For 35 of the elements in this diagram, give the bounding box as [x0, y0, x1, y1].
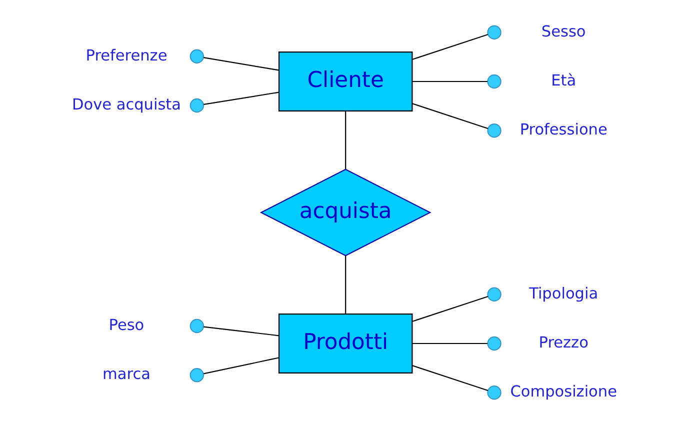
connector	[345, 256, 346, 314]
connector	[204, 357, 279, 374]
node-circle	[190, 49, 204, 64]
node-circle	[487, 287, 502, 302]
node-box: Cliente	[278, 51, 413, 112]
connector	[345, 111, 346, 169]
node-circle	[190, 98, 204, 113]
connector	[412, 103, 488, 130]
node-circle	[190, 368, 204, 382]
node-label: Dove acquista	[72, 96, 182, 114]
node-label: Prezzo	[538, 334, 588, 352]
node-circle	[487, 124, 502, 138]
connector	[204, 326, 279, 336]
connector	[412, 342, 488, 344]
node-label: Preferenze	[86, 46, 168, 64]
node-diamond: acquista	[260, 168, 432, 256]
connector	[412, 365, 488, 392]
node-label: marca	[102, 365, 150, 384]
connector	[204, 92, 279, 105]
connector	[412, 34, 488, 60]
node-box: Prodotti	[278, 313, 413, 374]
node-circle	[487, 336, 502, 351]
connector	[412, 296, 488, 322]
node-label: Tipologia	[529, 284, 598, 302]
node-circle	[487, 74, 502, 89]
connector	[412, 80, 488, 82]
node-circle	[487, 386, 502, 400]
node-label: Sesso	[541, 22, 586, 40]
node-circle	[190, 318, 204, 334]
node-circle	[487, 25, 502, 40]
node-label: Composizione	[510, 382, 617, 401]
node-label: Peso	[108, 316, 144, 334]
connector	[204, 57, 279, 71]
node-label: Professione	[520, 120, 608, 139]
node-label: Età	[551, 72, 576, 90]
